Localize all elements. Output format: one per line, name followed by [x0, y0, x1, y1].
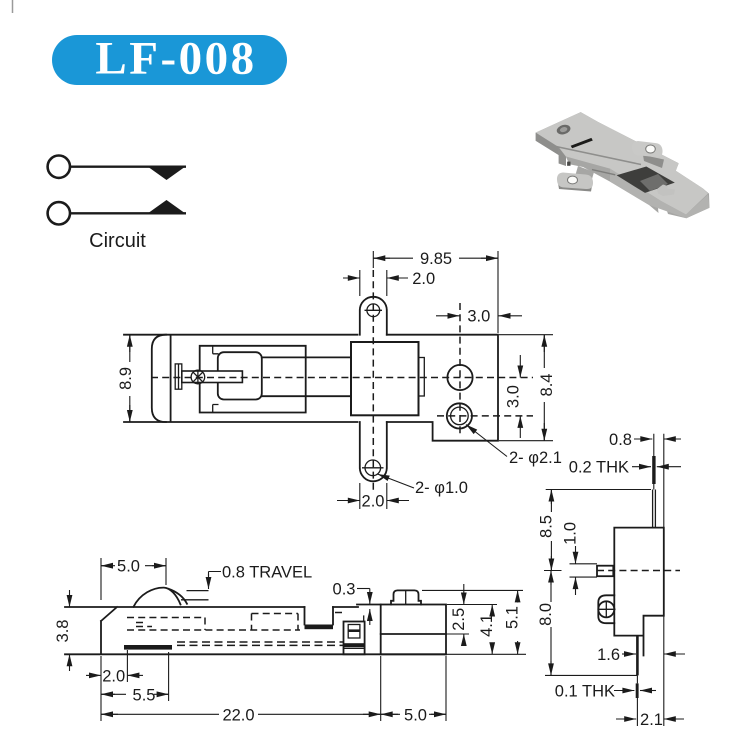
svg-text:3.8: 3.8	[54, 620, 72, 643]
svg-text:5.5: 5.5	[133, 686, 156, 704]
svg-text:0.3: 0.3	[333, 581, 356, 599]
svg-text:0.1 THK: 0.1 THK	[555, 683, 615, 701]
svg-text:3.0: 3.0	[467, 308, 490, 326]
svg-text:9.85: 9.85	[420, 250, 452, 268]
svg-text:2- φ2.1: 2- φ2.1	[509, 449, 562, 467]
svg-text:0.8 TRAVEL: 0.8 TRAVEL	[222, 564, 312, 582]
svg-text:8.9: 8.9	[117, 367, 135, 390]
svg-text:0.8: 0.8	[609, 431, 632, 449]
svg-text:1.0: 1.0	[562, 522, 580, 545]
svg-text:8.0: 8.0	[537, 603, 555, 626]
svg-text:Circuit: Circuit	[89, 230, 146, 252]
svg-text:22.0: 22.0	[222, 706, 254, 724]
svg-text:2.1: 2.1	[640, 711, 663, 729]
svg-text:2.0: 2.0	[362, 493, 385, 511]
svg-text:5.0: 5.0	[404, 706, 427, 724]
svg-text:5.0: 5.0	[117, 558, 140, 576]
svg-text:0.2 THK: 0.2 THK	[569, 459, 629, 477]
svg-text:2- φ1.0: 2- φ1.0	[415, 479, 468, 497]
svg-text:2.0: 2.0	[412, 270, 435, 288]
svg-text:5.1: 5.1	[504, 606, 522, 629]
svg-text:LF-008: LF-008	[95, 33, 256, 85]
svg-text:2.5: 2.5	[450, 608, 468, 631]
svg-text:3.0: 3.0	[505, 385, 523, 408]
svg-text:1.6: 1.6	[597, 646, 620, 664]
svg-text:8.5: 8.5	[537, 515, 555, 538]
svg-text:2.0: 2.0	[102, 667, 125, 685]
svg-text:8.4: 8.4	[538, 374, 556, 397]
svg-text:4.1: 4.1	[478, 614, 496, 637]
